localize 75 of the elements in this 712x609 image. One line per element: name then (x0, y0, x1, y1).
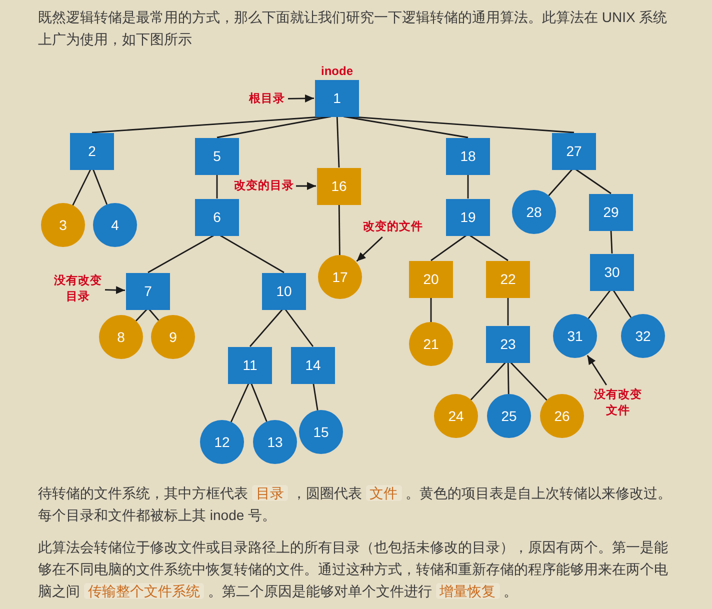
connector-line (548, 169, 573, 196)
annotation-label: 根目录 (248, 91, 286, 107)
connector-line (249, 309, 283, 347)
connector-line (336, 116, 340, 168)
directory-box: 29 (589, 194, 633, 230)
annotation-label: 没有改变文件 (593, 387, 643, 419)
arrow (586, 355, 607, 386)
connector-line (220, 234, 284, 274)
file-circle: 24 (434, 394, 478, 438)
connector-line (507, 298, 509, 326)
arrow (288, 94, 314, 102)
connector-line (467, 174, 469, 198)
connector-line (510, 362, 548, 401)
directory-box: 19 (446, 198, 490, 236)
file-circle: 32 (621, 314, 665, 358)
connector-line (430, 298, 432, 322)
file-circle: 15 (299, 410, 343, 454)
file-circle: 17 (318, 255, 362, 299)
directory-box: 27 (552, 132, 596, 170)
connector-line (148, 234, 214, 274)
directory-box: 20 (409, 260, 453, 298)
directory-box: 14 (291, 346, 335, 384)
directory-box: 11 (228, 346, 272, 384)
directory-box: 22 (486, 260, 530, 298)
file-circle: 21 (409, 322, 453, 366)
connector-line (312, 383, 318, 410)
arrow (356, 236, 383, 262)
file-circle: 28 (512, 190, 556, 234)
file-circle: 12 (200, 420, 244, 464)
file-circle: 8 (99, 315, 143, 359)
directory-box: 18 (446, 138, 490, 174)
annotation-label: 改变的文件 (363, 219, 423, 235)
connector-line (470, 362, 506, 400)
connector-line (338, 204, 340, 255)
annotation-label: 改变的目录 (234, 178, 294, 194)
file-circle: 3 (41, 203, 85, 247)
arrow (296, 182, 316, 190)
paragraph: 此算法会转储位于修改文件或目录路径上的所有目录（也包括未修改的目录），原因有两个。第一是能够在不同电脑的文件系统中恢复转储的文件。通过这种方式，转储和重新存储的程序能够用来在两个电脑之间 传输整个文件系统 。第二个原因是能够对单个文件进行 增量恢复 。 (38, 538, 669, 601)
connector-line (588, 290, 611, 320)
annotation-label: 没有改变目录 (53, 273, 103, 305)
file-circle: 13 (253, 420, 297, 464)
connector-line (576, 168, 612, 194)
arrow (104, 286, 126, 294)
file-circle: 25 (487, 394, 531, 438)
directory-box: 16 (317, 168, 361, 204)
file-circle: 26 (540, 394, 584, 438)
connector-line (430, 234, 466, 262)
connector-line (612, 290, 632, 318)
connector-line (136, 309, 148, 322)
connector-line (148, 309, 160, 321)
directory-box: 7 (126, 272, 170, 310)
file-circle: 4 (93, 203, 137, 247)
directory-box: 10 (262, 272, 306, 310)
node-caption: inode (321, 64, 353, 78)
connector-line (507, 362, 510, 394)
directory-box: 6 (195, 198, 239, 236)
directory-box: 23 (486, 326, 530, 362)
connector-line (216, 116, 332, 138)
file-circle: 31 (553, 314, 597, 358)
paragraph: 既然逻辑转储是最常用的方式，那么下面就让我们研究一下逻辑转储的通用算法。此算法在 UNIX 系统上广为使用，如下图所示 (38, 8, 668, 49)
connector-line (610, 230, 613, 254)
connector-line (72, 169, 92, 206)
directory-box: 30 (590, 254, 634, 290)
connector-line (250, 383, 268, 422)
paragraph: 待转储的文件系统，其中方框代表 目录 ，圆圈代表 文件 。黄色的项目表是自上次转储以来修改过。每个目录和文件都被标上其 inode 号。 (38, 484, 673, 525)
directory-box: 5 (195, 138, 239, 174)
connector-line (343, 116, 468, 138)
connector-line (230, 383, 250, 422)
connector-line (284, 309, 314, 347)
connector-line (470, 234, 508, 262)
connector-line (92, 169, 108, 205)
directory-box: 1 (315, 80, 359, 116)
directory-box: 2 (70, 132, 114, 170)
connector-line (216, 174, 218, 198)
file-circle: 9 (151, 315, 195, 359)
